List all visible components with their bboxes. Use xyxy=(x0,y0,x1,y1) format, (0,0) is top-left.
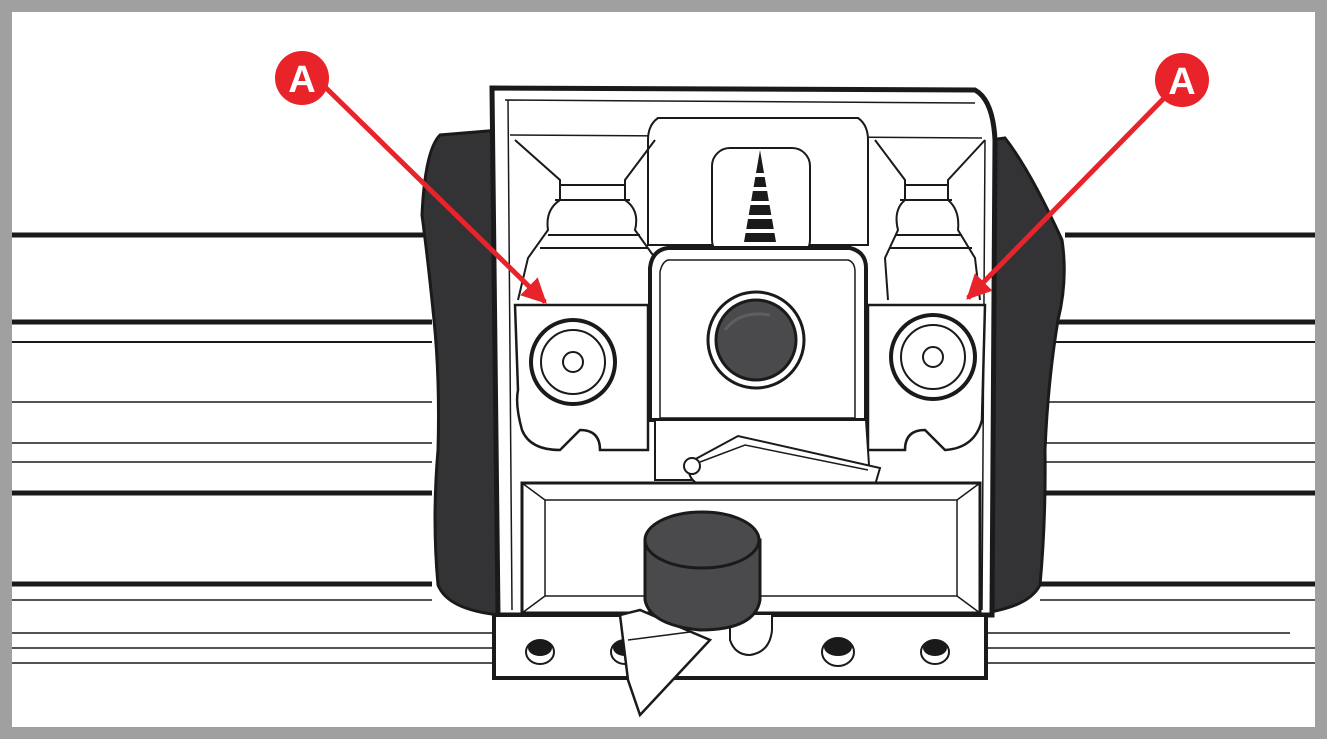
callout-label-left: A xyxy=(288,59,315,101)
center-button xyxy=(706,290,806,390)
blade-tip-edge xyxy=(627,631,691,641)
callout-badge-left: A xyxy=(275,51,329,105)
left-guide-post xyxy=(514,139,657,301)
guide-rail xyxy=(12,232,1315,664)
callout-badge-right: A xyxy=(1155,53,1209,107)
callout-arrow-right xyxy=(966,85,1177,300)
left-side-grip xyxy=(420,128,502,617)
blade-holder-inner xyxy=(659,259,856,419)
blade xyxy=(654,419,882,486)
callout-arrow-left xyxy=(321,83,547,304)
blade-tip xyxy=(618,608,713,718)
screw-hole xyxy=(920,639,950,665)
front-knob xyxy=(643,510,762,632)
screw-hole xyxy=(821,637,855,667)
right-guide-post xyxy=(874,139,986,301)
left-roller xyxy=(529,318,617,406)
screw-hole xyxy=(525,639,555,665)
right-roller xyxy=(889,313,977,401)
measuring-scale-marker xyxy=(740,150,780,242)
callout-label-right: A xyxy=(1168,61,1195,103)
